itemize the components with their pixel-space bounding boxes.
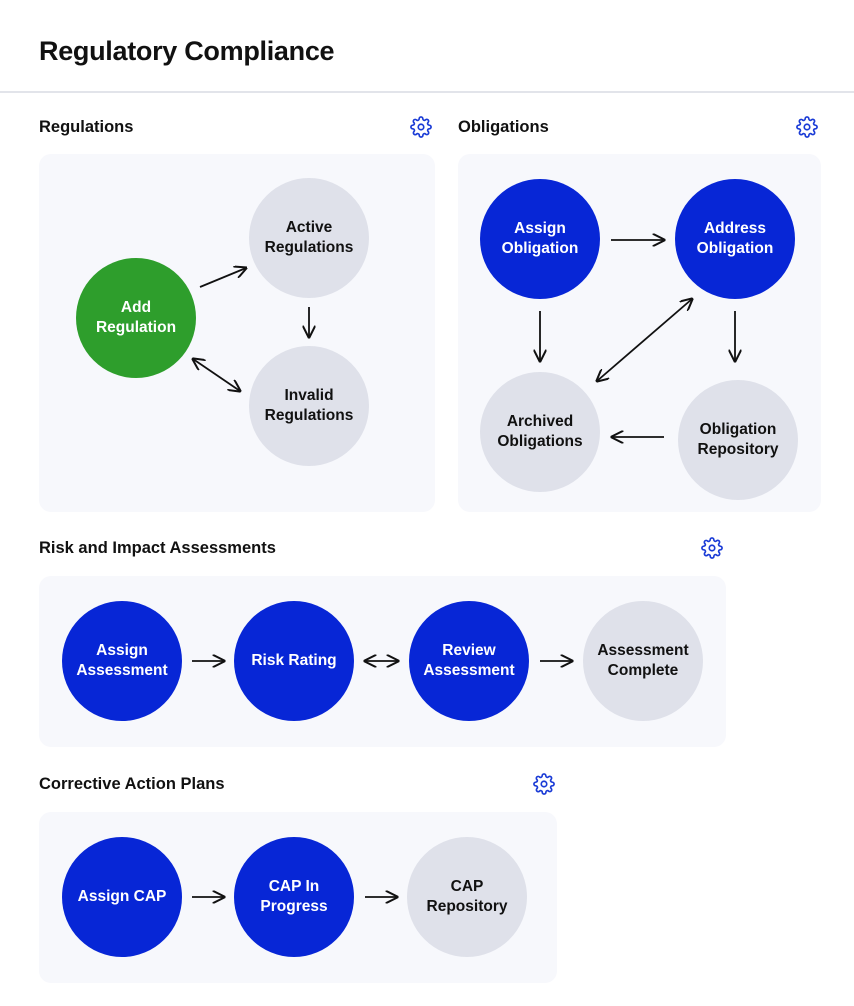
node-active-regulations[interactable]: Active Regulations <box>249 178 369 298</box>
node-address-obligation[interactable]: Address Obligation <box>675 179 795 299</box>
cap-settings-gear-icon[interactable] <box>533 773 555 795</box>
regulations-title: Regulations <box>39 118 134 136</box>
node-cap-in-progress[interactable]: CAP In Progress <box>234 837 354 957</box>
node-risk-rating[interactable]: Risk Rating <box>234 601 354 721</box>
node-label: Invalid Regulations <box>264 387 354 424</box>
cap-title: Corrective Action Plans <box>39 775 225 793</box>
node-label: Obligation Repository <box>697 421 779 458</box>
node-label: Address Obligation <box>696 220 774 257</box>
node-label: CAP Repository <box>426 878 508 915</box>
obligations-settings-gear-icon[interactable] <box>796 116 818 138</box>
node-obligation-repository[interactable]: Obligation Repository <box>678 380 798 500</box>
node-label: Assign Obligation <box>501 220 579 257</box>
obligations-title: Obligations <box>458 118 549 136</box>
node-label: Assign CAP <box>77 888 167 905</box>
node-label: Assessment Complete <box>597 642 689 679</box>
node-invalid-regulations[interactable]: Invalid Regulations <box>249 346 369 466</box>
node-cap-repository[interactable]: CAP Repository <box>407 837 527 957</box>
node-assign-cap[interactable]: Assign CAP <box>62 837 182 957</box>
page-title: Regulatory Compliance <box>39 36 335 66</box>
node-label: Assign Assessment <box>76 642 168 679</box>
risk-settings-gear-icon[interactable] <box>701 537 723 559</box>
node-add-regulation[interactable]: Add Regulation <box>76 258 196 378</box>
header-divider <box>0 91 854 93</box>
risk-title: Risk and Impact Assessments <box>39 539 276 557</box>
node-assign-assessment[interactable]: Assign Assessment <box>62 601 182 721</box>
node-review-assessment[interactable]: Review Assessment <box>409 601 529 721</box>
node-archived-obligations[interactable]: Archived Obligations <box>480 372 600 492</box>
node-label: Risk Rating <box>251 652 337 669</box>
regulations-settings-gear-icon[interactable] <box>410 116 432 138</box>
node-label: Add Regulation <box>95 299 177 336</box>
node-label: Active Regulations <box>264 219 354 256</box>
node-label: Archived Obligations <box>497 413 583 450</box>
node-label: Review Assessment <box>423 642 515 679</box>
node-assign-obligation[interactable]: Assign Obligation <box>480 179 600 299</box>
node-assessment-complete[interactable]: Assessment Complete <box>583 601 703 721</box>
node-label: CAP In Progress <box>260 878 328 915</box>
